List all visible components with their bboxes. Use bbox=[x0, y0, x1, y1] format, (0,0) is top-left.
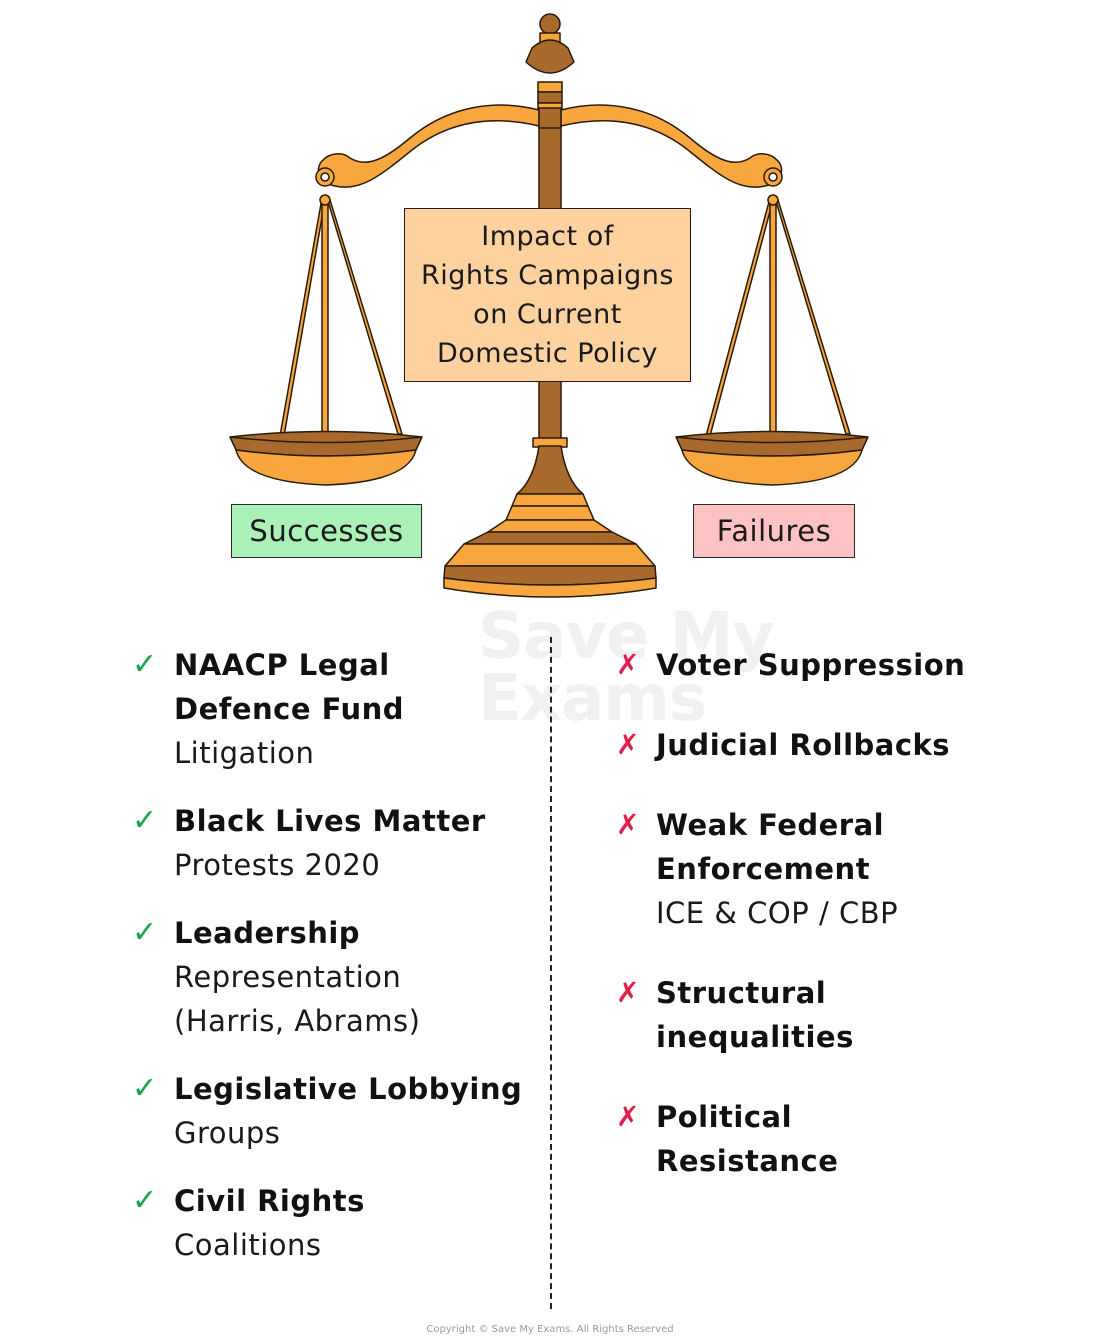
success-item-title: NAACP Legal Defence Fund bbox=[174, 648, 405, 726]
success-item-sub: Groups bbox=[174, 1116, 281, 1150]
check-icon: ✓ bbox=[132, 915, 158, 950]
check-icon: ✓ bbox=[132, 1183, 158, 1218]
success-item-sub: Protests 2020 bbox=[174, 848, 381, 882]
cross-icon: ✗ bbox=[616, 648, 640, 681]
beam-right-arm bbox=[560, 104, 783, 188]
success-item-title: Black Lives Matter bbox=[174, 804, 486, 838]
failure-item: ✗ Voter Suppression bbox=[614, 643, 1084, 687]
success-item: ✓ Civil Rights Coalitions bbox=[132, 1179, 532, 1267]
failure-item: ✗ Weak Federal Enforcement ICE & COP / C… bbox=[614, 803, 1084, 935]
title-box: Impact of Rights Campaigns on Current Do… bbox=[404, 208, 691, 382]
success-item-sub: Coalitions bbox=[174, 1228, 322, 1262]
cross-icon: ✗ bbox=[616, 728, 640, 761]
failure-item-title: Voter Suppression bbox=[656, 648, 966, 682]
base-neck bbox=[516, 445, 584, 495]
failure-item: ✗ Judicial Rollbacks bbox=[614, 723, 1084, 767]
cross-icon: ✗ bbox=[616, 808, 640, 841]
left-pan bbox=[235, 449, 417, 486]
check-icon: ✓ bbox=[132, 647, 158, 682]
cross-icon: ✗ bbox=[616, 1100, 640, 1133]
right-pan bbox=[681, 449, 863, 486]
failure-item: ✗ Political Resistance bbox=[614, 1095, 1084, 1183]
failure-item: ✗ Structural inequalities bbox=[614, 971, 1084, 1059]
success-item: ✓ Leadership Representation (Harris, Abr… bbox=[132, 911, 532, 1043]
success-item-sub: Representation (Harris, Abrams) bbox=[174, 960, 421, 1038]
beam-left-arm bbox=[317, 104, 540, 188]
finial-knob bbox=[539, 13, 561, 35]
successes-list: ✓ NAACP Legal Defence Fund Litigation ✓ … bbox=[132, 643, 532, 1291]
column-divider bbox=[550, 637, 552, 1309]
successes-label: Successes bbox=[231, 504, 422, 558]
failures-list: ✗ Voter Suppression ✗ Judicial Rollbacks… bbox=[614, 643, 1084, 1219]
success-item-sub: Litigation bbox=[174, 736, 315, 770]
failure-item-sub: ICE & COP / CBP bbox=[656, 896, 899, 930]
failure-item-title: Structural inequalities bbox=[656, 976, 854, 1054]
check-icon: ✓ bbox=[132, 803, 158, 838]
copyright-notice: Copyright © Save My Exams. All Rights Re… bbox=[426, 1324, 674, 1335]
success-item: ✓ Black Lives Matter Protests 2020 bbox=[132, 799, 532, 887]
failure-item-title: Political Resistance bbox=[656, 1100, 839, 1178]
finial-crown bbox=[525, 39, 575, 74]
success-item-title: Leadership bbox=[174, 916, 361, 950]
failure-item-title: Weak Federal Enforcement bbox=[656, 808, 885, 886]
failures-label: Failures bbox=[693, 504, 855, 558]
cross-icon: ✗ bbox=[616, 976, 640, 1009]
success-item: ✓ Legislative Lobbying Groups bbox=[132, 1067, 532, 1155]
diagram-title: Impact of Rights Campaigns on Current Do… bbox=[421, 221, 674, 369]
success-item-title: Civil Rights bbox=[174, 1184, 365, 1218]
failure-item-title: Judicial Rollbacks bbox=[656, 728, 951, 762]
watermark-text: Save My Exams bbox=[478, 600, 774, 736]
check-icon: ✓ bbox=[132, 1071, 158, 1106]
success-item: ✓ NAACP Legal Defence Fund Litigation bbox=[132, 643, 532, 775]
success-item-title: Legislative Lobbying bbox=[174, 1072, 523, 1106]
